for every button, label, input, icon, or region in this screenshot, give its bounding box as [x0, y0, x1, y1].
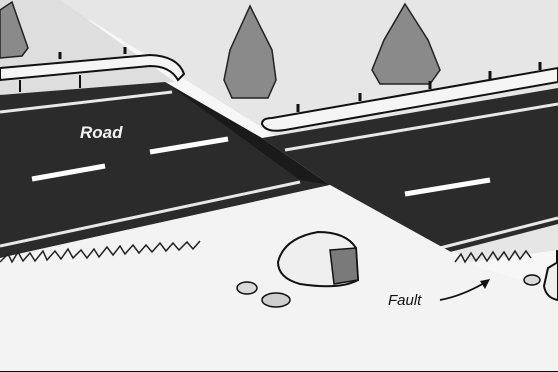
road-label: Road: [80, 123, 123, 142]
small-rock-1: [237, 282, 257, 294]
fault-label: Fault: [388, 292, 422, 309]
small-rock-3: [524, 275, 540, 285]
small-rock-2: [262, 293, 290, 307]
